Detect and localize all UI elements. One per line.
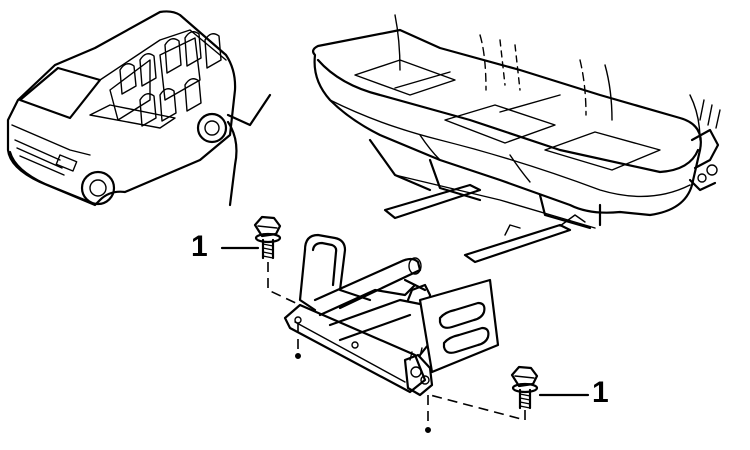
hole-marker (425, 427, 431, 433)
callout-label-right: 1 (592, 376, 609, 409)
bench-seat-icon (311, 14, 721, 264)
bolt-icon-right (429, 365, 539, 422)
callout-label-left: 1 (191, 230, 208, 263)
seat-bracket-icon (283, 233, 500, 397)
bolt-icon-left (253, 215, 301, 306)
van-icon (6, 10, 272, 207)
hole-marker (295, 353, 301, 359)
